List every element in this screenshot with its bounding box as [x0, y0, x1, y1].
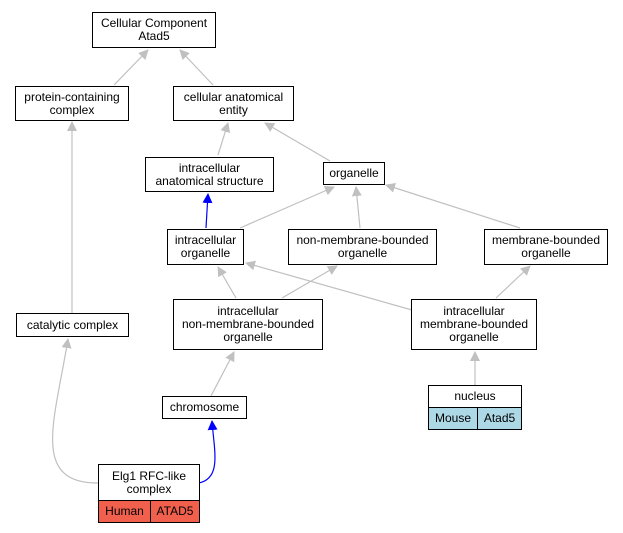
elg1-gene-cell: ATAD5 [150, 501, 199, 522]
node-intracellular-organelle[interactable]: intracellular organelle [167, 229, 244, 265]
edge-intracellular-organelle-to-structure [202, 193, 213, 229]
node-organelle[interactable]: organelle [323, 162, 385, 185]
node-nucleus[interactable]: nucleus Mouse Atad5 [428, 385, 522, 430]
edge-protein-complex-to-root [113, 49, 149, 86]
edge-intra-membrane-to-membrane-bounded [495, 265, 531, 299]
node-membrane-bounded-organelle[interactable]: membrane-bounded organelle [484, 229, 608, 265]
node-catalytic-complex[interactable]: catalytic complex [16, 313, 129, 337]
node-nucleus-label: nucleus [429, 386, 521, 408]
edge-cellular-entity-to-root [179, 49, 214, 86]
node-cellular-anatomical-entity[interactable]: cellular anatomical entity [173, 86, 294, 121]
edge-intracellular-organelle-to-organelle [239, 186, 335, 229]
edge-organelle-to-entity [264, 122, 331, 162]
edge-chromosome-to-intra-nonmembrane [210, 351, 235, 397]
node-intracellular-non-membrane-bounded-organelle[interactable]: intracellular non-membrane-bounded organ… [173, 299, 323, 350]
edge-intra-nonmembrane-to-nonmembrane [281, 265, 338, 299]
edge-membrane-bounded-to-organelle [385, 182, 521, 229]
node-elg1-rfc-like-complex[interactable]: Elg1 RFC-like complex Human ATAD5 [98, 464, 200, 523]
edge-elg1-to-catalytic [52, 338, 99, 484]
node-elg1-label: Elg1 RFC-like complex [99, 465, 199, 501]
node-chromosome[interactable]: chromosome [162, 396, 247, 419]
nucleus-species-cell: Mouse [429, 408, 477, 429]
nucleus-gene-cell: Atad5 [477, 408, 521, 429]
edge-intra-nonmembrane-to-intra-organelle [217, 266, 237, 299]
edge-intracellular-structure-to-entity [217, 122, 231, 156]
node-cellular-component-root[interactable]: Cellular Component Atad5 [92, 12, 216, 48]
edge-non-membrane-to-organelle [351, 186, 362, 229]
node-intracellular-membrane-bounded-organelle[interactable]: intracellular membrane-bounded organelle [411, 299, 537, 350]
node-intracellular-anatomical-structure[interactable]: intracellular anatomical structure [145, 157, 274, 192]
edge-intra-membrane-to-intra-organelle [245, 260, 413, 311]
node-protein-containing-complex[interactable]: protein-containing complex [15, 86, 129, 121]
elg1-species-cell: Human [99, 501, 150, 522]
node-non-membrane-bounded-organelle[interactable]: non-membrane-bounded organelle [288, 229, 437, 265]
edge-elg1-to-chromosome [198, 420, 218, 484]
